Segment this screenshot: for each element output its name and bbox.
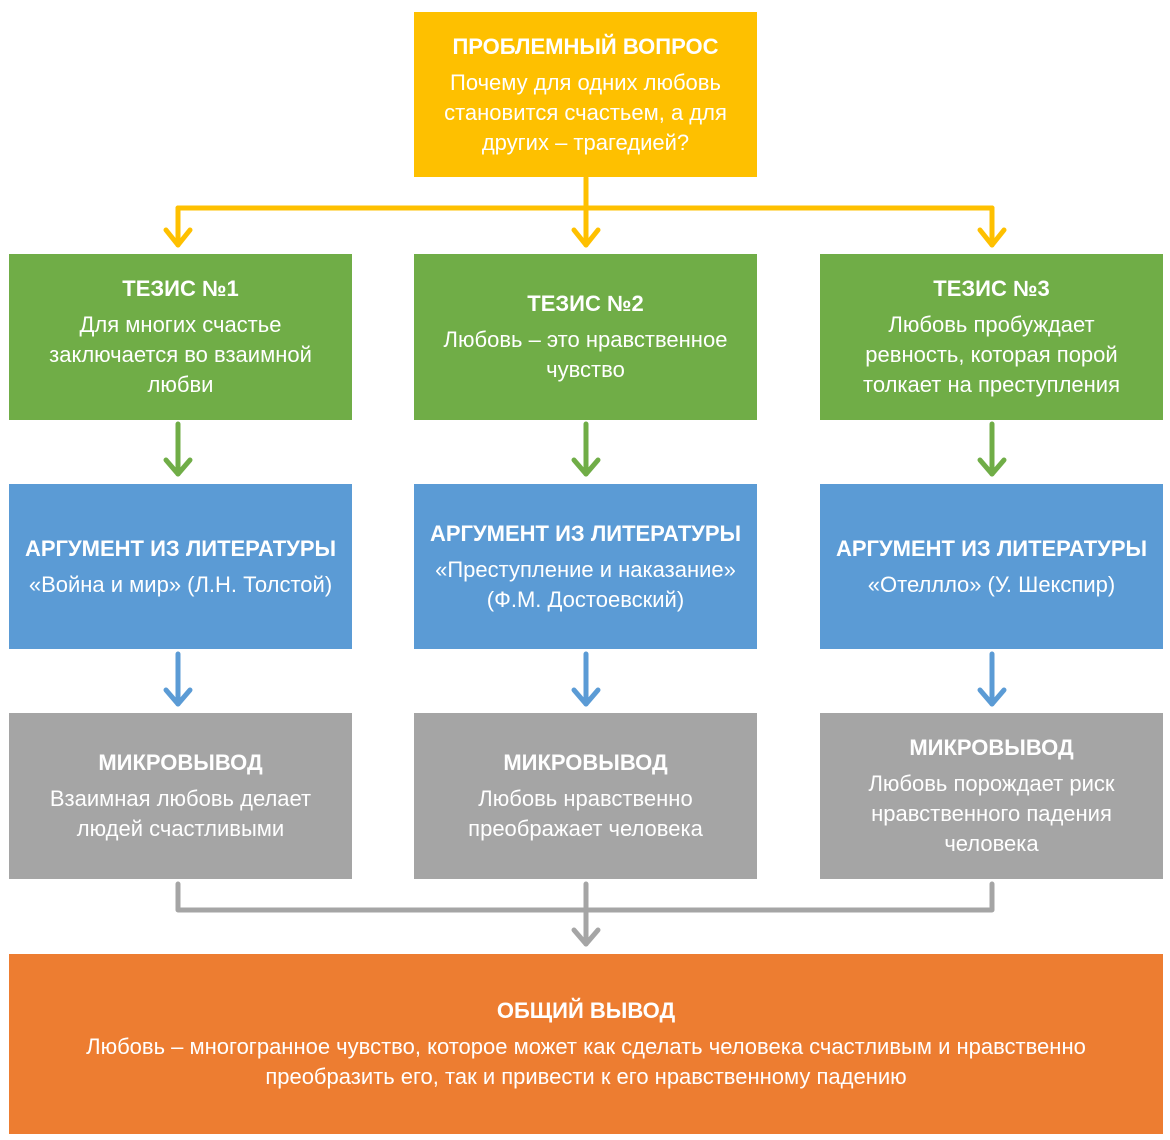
thesis-title: ТЕЗИС №3 <box>933 276 1050 301</box>
thesis-box-2: ТЕЗИС №2 Любовь – это нравственное чувст… <box>414 254 757 420</box>
question-text: Почему для одних любовь становится счаст… <box>444 69 727 155</box>
thesis-text: Любовь – это нравственное чувство <box>443 327 728 382</box>
thesis-title: ТЕЗИС №2 <box>527 291 644 316</box>
micro-title: МИКРОВЫВОД <box>909 735 1074 760</box>
argument-text: «Война и мир» (Л.Н. Толстой) <box>28 571 333 597</box>
micro-box-1: МИКРОВЫВОД Взаимная любовь делает людей … <box>9 713 352 879</box>
argument-title: АРГУМЕНТ ИЗ ЛИТЕРАТУРЫ <box>835 535 1148 561</box>
micro-box-2: МИКРОВЫВОД Любовь нравственно преображае… <box>414 713 757 879</box>
micro-text: Взаимная любовь делает людей счастливыми <box>49 786 312 841</box>
argument-text: «Преступление и наказание» (Ф.М. Достоев… <box>435 556 736 612</box>
thesis-to-argument-arrows <box>163 421 1007 477</box>
micro-box-3: МИКРОВЫВОД Любовь порождает риск нравств… <box>820 713 1163 879</box>
thesis-text: Любовь пробуждает ревность, которая поро… <box>863 312 1120 397</box>
question-to-thesis-arrows <box>163 175 1007 248</box>
thesis-box-1: ТЕЗИС №1 Для многих счастье заключается … <box>9 254 352 420</box>
thesis-text: Для многих счастье заключается во взаимн… <box>49 312 312 397</box>
micro-text: Любовь порождает риск нравственного паде… <box>868 771 1115 856</box>
question-box: ПРОБЛЕМНЫЙ ВОПРОС Почему для одних любов… <box>414 12 757 177</box>
argument-title: АРГУМЕНТ ИЗ ЛИТЕРАТУРЫ <box>24 535 337 561</box>
micro-title: МИКРОВЫВОД <box>503 750 668 775</box>
thesis-box-3: ТЕЗИС №3 Любовь пробуждает ревность, кот… <box>820 254 1163 420</box>
thesis-title: ТЕЗИС №1 <box>122 276 239 301</box>
argument-box-3: АРГУМЕНТ ИЗ ЛИТЕРАТУРЫ «Отелллo» (У. Шек… <box>820 484 1163 649</box>
conclusion-text: Любовь – многогранное чувство, которое м… <box>86 1034 1086 1089</box>
micro-to-conclusion-arrows <box>175 881 995 947</box>
micro-text: Любовь нравственно преображает человека <box>468 786 703 841</box>
argument-box-1: АРГУМЕНТ ИЗ ЛИТЕРАТУРЫ «Война и мир» (Л.… <box>9 484 352 649</box>
micro-title: МИКРОВЫВОД <box>98 750 263 775</box>
conclusion-title: ОБЩИЙ ВЫВОД <box>496 998 676 1023</box>
question-title: ПРОБЛЕМНЫЙ ВОПРОС <box>452 33 719 59</box>
argument-box-2: АРГУМЕНТ ИЗ ЛИТЕРАТУРЫ «Преступление и н… <box>414 484 757 649</box>
argument-title: АРГУМЕНТ ИЗ ЛИТЕРАТУРЫ <box>429 520 742 546</box>
argument-to-micro-arrows <box>163 651 1007 707</box>
conclusion-box: ОБЩИЙ ВЫВОД Любовь – многогранное чувств… <box>9 954 1163 1134</box>
argument-text: «Отелллo» (У. Шекспир) <box>867 571 1116 597</box>
